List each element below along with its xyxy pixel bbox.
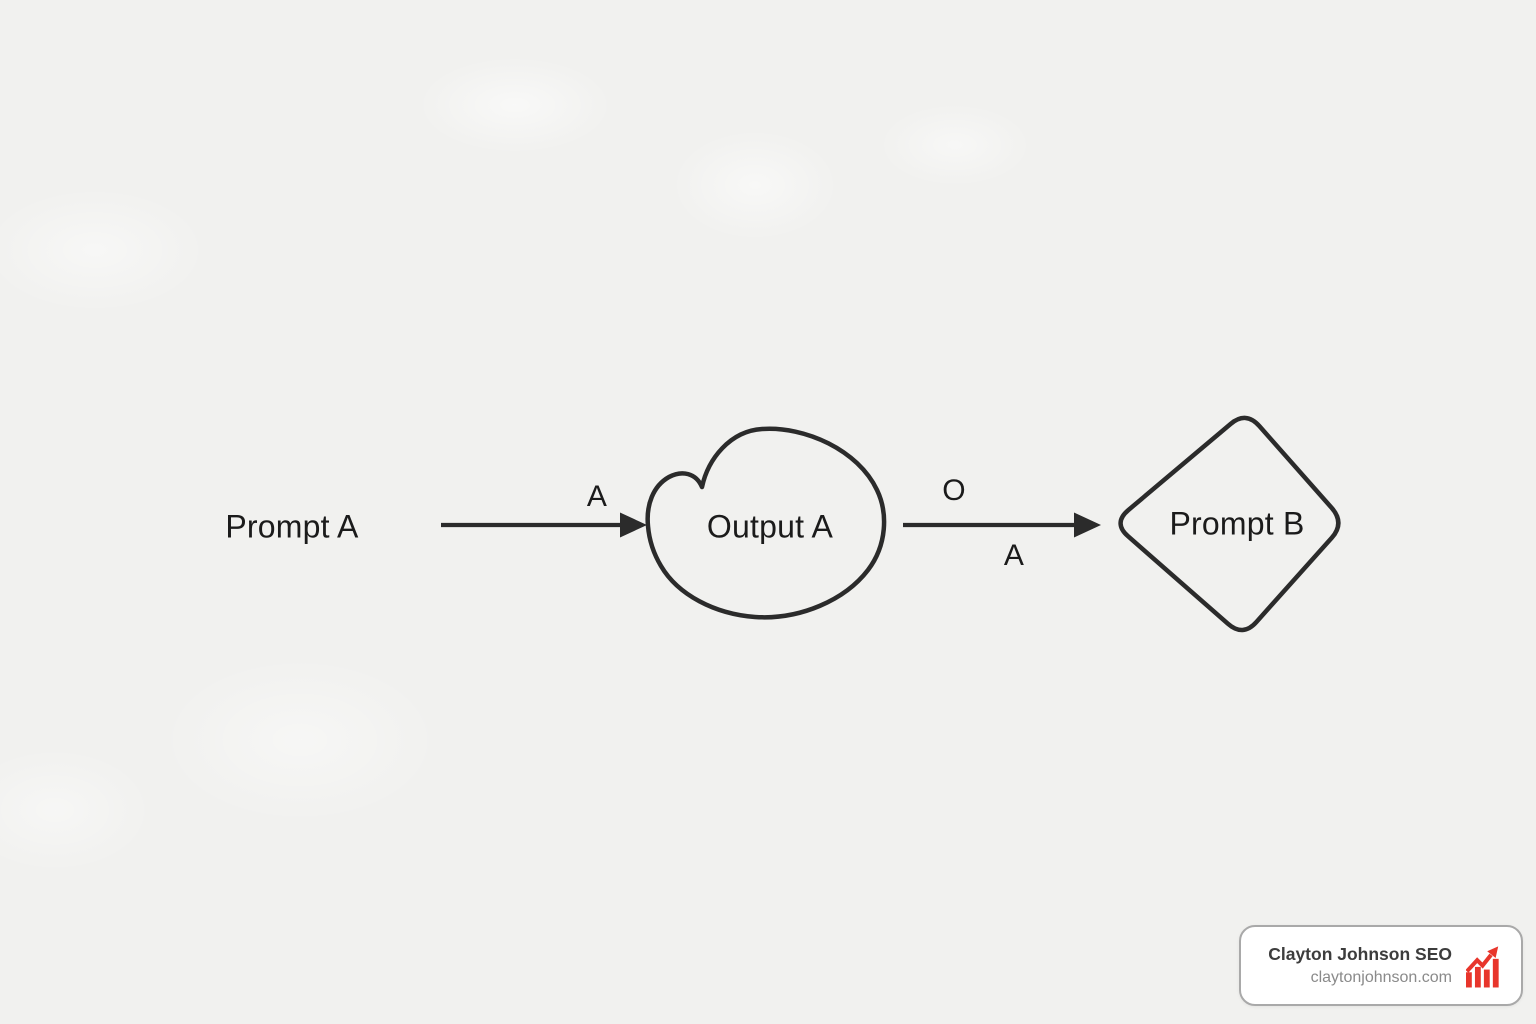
arrowhead-2: [1074, 512, 1101, 538]
arrowhead-1: [620, 512, 647, 538]
edge-2-label-below: A: [1003, 539, 1025, 572]
badge-text-block: Clayton Johnson SEO claytonjohnson.com: [1268, 943, 1452, 988]
badge-domain: claytonjohnson.com: [1310, 968, 1452, 986]
arrow-1: [441, 512, 647, 538]
node-prompt-b-label: Prompt B: [1169, 505, 1305, 542]
watermark-badge: Clayton Johnson SEO claytonjohnson.com: [1239, 925, 1523, 1006]
edge-1-label-above: A: [586, 480, 608, 513]
cloud-shape: [645, 426, 887, 620]
growth-chart-icon: [1466, 945, 1499, 987]
arrow-2: [903, 512, 1101, 538]
edge-2-label-above: O: [942, 474, 966, 507]
node-output-a-label: Output A: [706, 508, 834, 545]
badge-title: Clayton Johnson SEO: [1268, 943, 1452, 964]
node-prompt-a-label: Prompt A: [225, 508, 359, 545]
diamond-shape: [1118, 415, 1341, 633]
